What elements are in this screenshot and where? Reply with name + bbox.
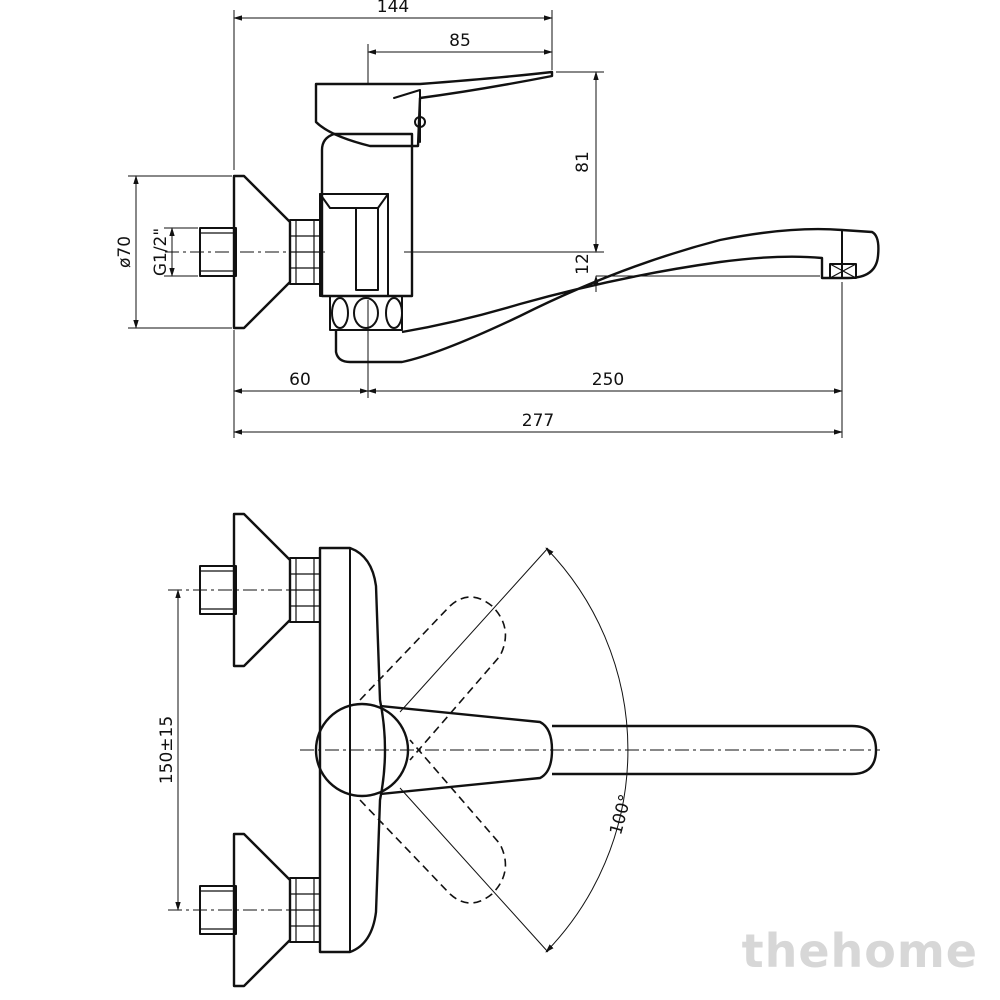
dim-thread: G1/2" [151,227,198,277]
dim-277-label: 277 [522,411,554,431]
dim-150: 150±15 [157,589,181,911]
connector-block [319,193,389,297]
hex-nut [289,219,321,285]
dim-85: 85 [367,31,553,84]
dim-81-label: 81 [573,151,593,173]
dim-250-label: 250 [592,370,624,390]
handle-rotated-ghost [359,596,507,904]
dim-85-label: 85 [449,31,471,51]
dim-277: 277 [233,411,843,435]
swivel-ring [329,295,403,331]
dim-60-250: 60 250 [233,282,843,438]
watermark-logo: thehome [741,924,978,978]
dim-12: 12 [404,236,820,292]
spout-top [552,724,878,776]
lower-inlet [199,832,321,988]
spout [334,227,880,364]
dim-100-label: 100° [606,792,636,837]
side-view: 144 85 81 12 ø70 [115,0,880,438]
body-top [318,546,387,954]
mixer-body [320,132,414,298]
inlet-pipe [199,227,237,277]
dim-o70: ø70 [115,175,232,329]
dim-144-label: 144 [377,0,409,17]
dim-150-label: 150±15 [157,716,177,784]
dim-81: 81 [556,71,604,253]
top-view: 100° 150±15 [157,512,880,988]
upper-inlet [199,512,321,668]
dim-12-label: 12 [573,253,593,275]
dim-thread-label: G1/2" [151,228,171,276]
dim-60-label: 60 [289,370,311,390]
dim-144: 144 [233,0,553,170]
lever-handle [314,70,554,148]
dim-o70-label: ø70 [115,236,135,268]
